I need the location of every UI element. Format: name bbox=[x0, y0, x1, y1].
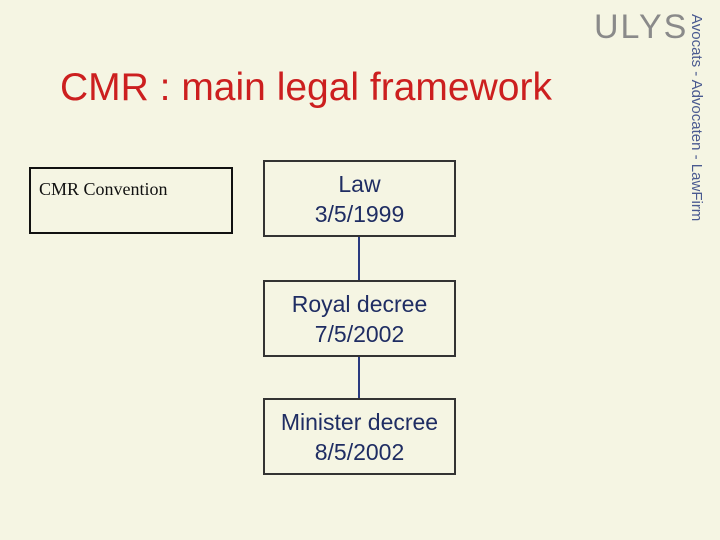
royal-decree-node-date: 7/5/2002 bbox=[314, 320, 405, 347]
minister-decree-node-date: 8/5/2002 bbox=[314, 438, 405, 465]
law-node-date: 3/5/1999 bbox=[314, 200, 405, 227]
firm-tagline: Avocats - Advocaten - LawFirm bbox=[688, 14, 705, 222]
royal-decree-node-name: Royal decree bbox=[291, 290, 428, 317]
connector-law-royal bbox=[358, 237, 360, 280]
minister-decree-node-name: Minister decree bbox=[280, 408, 439, 435]
slide-title: CMR : main legal framework bbox=[60, 66, 552, 109]
law-node: Law 3/5/1999 bbox=[263, 160, 456, 237]
minister-decree-node: Minister decree 8/5/2002 bbox=[263, 398, 456, 475]
law-node-name: Law bbox=[338, 170, 381, 197]
cmr-convention-box: CMR Convention bbox=[29, 167, 233, 234]
ulys-logo: ULYS bbox=[594, 8, 689, 46]
royal-decree-node: Royal decree 7/5/2002 bbox=[263, 280, 456, 357]
cmr-convention-label: CMR Convention bbox=[39, 179, 168, 199]
connector-royal-minister bbox=[358, 357, 360, 398]
